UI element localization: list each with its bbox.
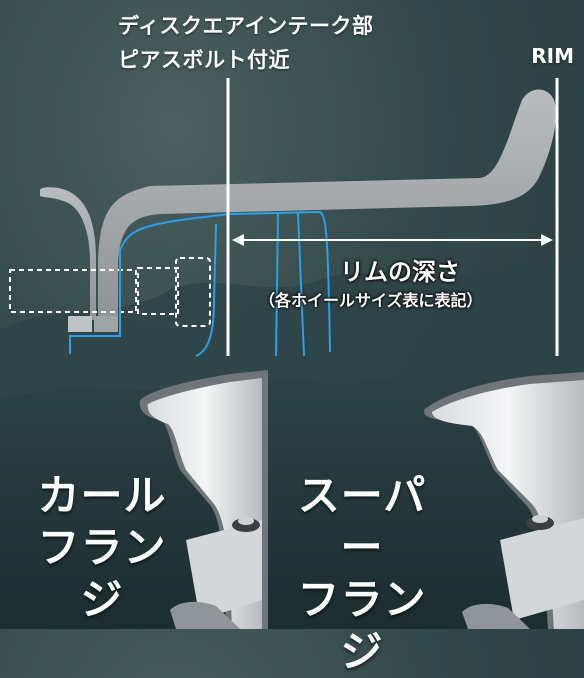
super-flange-nut-top	[532, 515, 548, 523]
dashed-bolt-left	[9, 269, 137, 313]
curl-flange-line-1: カール	[37, 471, 167, 520]
super-flange-line-2: フランジ	[297, 575, 427, 676]
rim-profile-main	[98, 89, 557, 320]
gray-block-2	[94, 316, 118, 332]
curl-flange-well	[186, 520, 262, 620]
gray-block-1	[68, 316, 92, 332]
curl-flange-label: カール フランジ	[22, 470, 182, 626]
depth-arrowhead-left	[232, 234, 244, 246]
rim-label: RIM	[531, 44, 574, 68]
super-flange-rim-inner	[432, 380, 584, 629]
curl-flange-nut-top	[238, 517, 254, 525]
super-flange-label: スーパー フランジ	[282, 470, 442, 678]
blue-line-1	[69, 213, 231, 354]
depth-arrowhead-right	[541, 234, 553, 246]
dashed-bolt-mid	[137, 267, 179, 315]
dashed-bolt-right	[175, 257, 211, 327]
blue-line-3	[229, 210, 331, 353]
curl-flange-base	[170, 601, 240, 629]
blue-line-2	[195, 223, 217, 357]
rim-depth-label: リムの深さ	[340, 258, 460, 286]
intake-label: ディスクエアインテーク部	[118, 14, 374, 38]
super-flange-well	[500, 518, 584, 620]
rim-depth-diagram	[0, 89, 584, 629]
super-flange-line-1: スーパー	[297, 471, 427, 572]
mountain-front	[0, 372, 584, 629]
rim-profile	[40, 187, 96, 320]
blue-line-4	[275, 213, 279, 357]
blue-line-5	[297, 212, 305, 357]
rim-depth-note: （各ホイールサイズ表に表記）	[259, 291, 483, 310]
pierce-bolt-label: ピアスボルト付近	[118, 48, 290, 72]
super-flange-base	[462, 603, 530, 629]
curl-flange-line-2: フランジ	[37, 523, 167, 624]
